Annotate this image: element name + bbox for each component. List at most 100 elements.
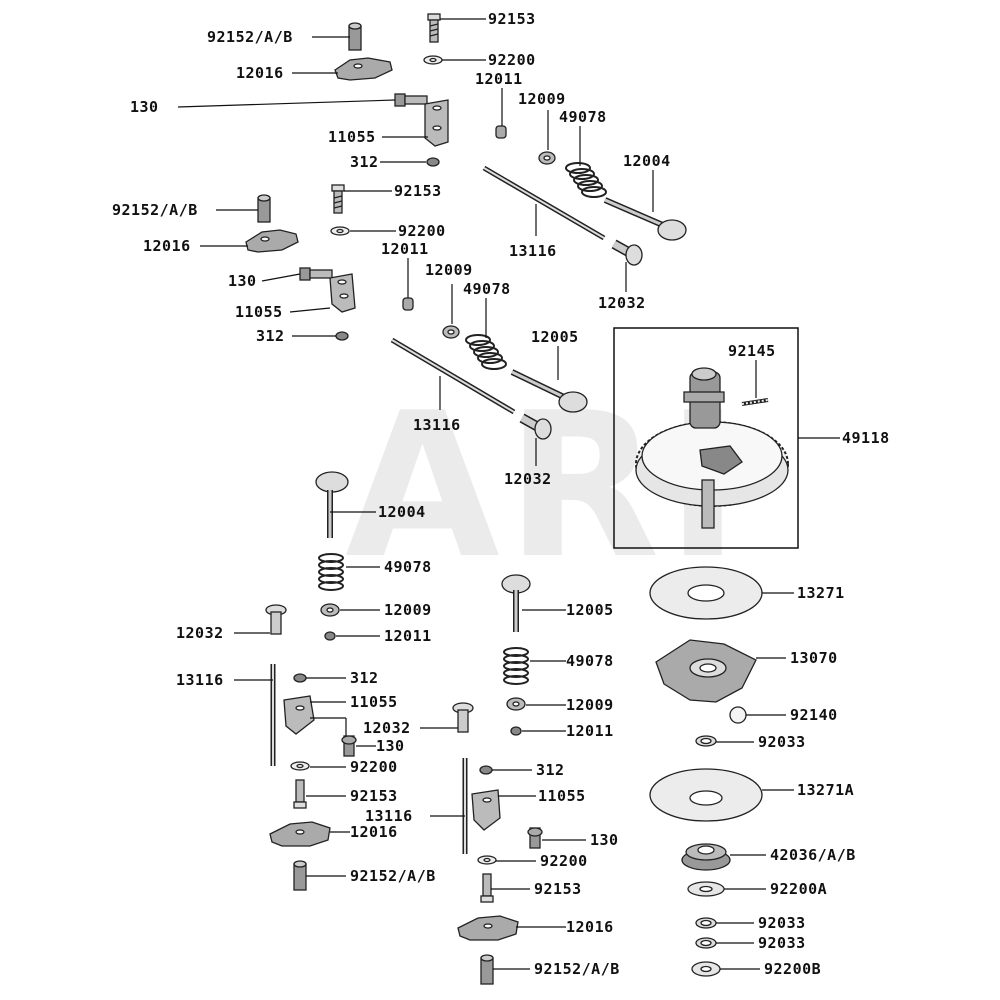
pushrod-13116-part — [390, 337, 516, 415]
label-92153: 92153 — [488, 10, 536, 28]
upper-rocker-assembly — [334, 13, 687, 266]
nut-312-part — [426, 157, 440, 167]
label-92145: 92145 — [728, 342, 776, 360]
collet-12011-part — [495, 125, 507, 139]
label-92200a: 92200A — [770, 880, 827, 898]
rocker-arm-12016-part — [245, 229, 299, 253]
label-49078: 49078 — [559, 108, 607, 126]
label-12011: 12011 — [384, 627, 432, 645]
bracket-11055-part — [283, 695, 315, 735]
bolt-130-part — [394, 93, 428, 107]
label-12009: 12009 — [566, 696, 614, 714]
label-92033: 92033 — [758, 934, 806, 952]
label-312: 312 — [536, 761, 565, 779]
label-92152-a-b: 92152/A/B — [350, 867, 436, 885]
label-130: 130 — [228, 272, 257, 290]
label-13116: 13116 — [509, 242, 557, 260]
tappet-12032-part — [519, 413, 552, 440]
governor-assembly — [649, 566, 763, 977]
label-12004: 12004 — [378, 503, 426, 521]
valve-12005-part — [501, 574, 531, 632]
spring-49078-part — [565, 162, 607, 198]
pivot-92152-part — [348, 22, 362, 51]
label-12011: 12011 — [381, 240, 429, 258]
label-92200: 92200 — [350, 758, 398, 776]
plate-13271-part — [649, 566, 763, 620]
bolt-92153-part — [480, 873, 494, 903]
label-49118: 49118 — [842, 429, 890, 447]
spring-49078-part — [318, 553, 344, 591]
label-92200: 92200 — [488, 51, 536, 69]
pivot-92152-part — [257, 194, 271, 223]
label-92152-a-b: 92152/A/B — [207, 28, 293, 46]
lower-middle-assembly — [452, 574, 543, 985]
label-12005: 12005 — [531, 328, 579, 346]
cup-13271A-part — [649, 768, 763, 822]
bolt-92153-part — [427, 13, 441, 43]
valve-12004-part — [315, 471, 349, 538]
bolt-130-part — [527, 827, 543, 849]
bracket-11055-part — [471, 789, 501, 831]
label-130: 130 — [590, 831, 619, 849]
label-12016: 12016 — [350, 823, 398, 841]
spring-49078-part — [503, 647, 529, 685]
label-12011: 12011 — [475, 70, 523, 88]
label-13116: 13116 — [413, 416, 461, 434]
nut-312-part — [293, 673, 307, 683]
label-11055: 11055 — [538, 787, 586, 805]
valve-12004-part — [603, 197, 687, 241]
label-11055: 11055 — [350, 693, 398, 711]
collet-12011-part — [510, 726, 522, 736]
label-49078: 49078 — [384, 558, 432, 576]
tappet-12032-part — [611, 239, 643, 266]
label-12032: 12032 — [504, 470, 552, 488]
label-312: 312 — [256, 327, 285, 345]
rocker-arm-12016-part — [334, 57, 393, 81]
nut-312-part — [479, 765, 493, 775]
label-12011: 12011 — [566, 722, 614, 740]
label-92200: 92200 — [398, 222, 446, 240]
label-12009: 12009 — [384, 601, 432, 619]
pivot-92152-part — [480, 954, 494, 985]
spring-92145-part — [741, 398, 769, 406]
label-13271: 13271 — [797, 584, 845, 602]
label-130: 130 — [376, 737, 405, 755]
label-12016: 12016 — [143, 237, 191, 255]
bracket-11055-part — [424, 99, 449, 147]
label-12005: 12005 — [566, 601, 614, 619]
pivot-92152-part — [293, 860, 307, 891]
spring-49078-part — [465, 334, 507, 370]
label-42036-a-b: 42036/A/B — [770, 846, 856, 864]
bolt-92153-part — [293, 779, 307, 809]
label-49078: 49078 — [463, 280, 511, 298]
bracket-11055-part — [329, 273, 356, 313]
middle-rocker-assembly — [245, 184, 588, 440]
part-labels: 92153 92152/A/B 92200 12016 12011 130 12… — [112, 10, 890, 978]
label-92153: 92153 — [394, 182, 442, 200]
tappet-12032-part — [265, 604, 287, 635]
label-312: 312 — [350, 669, 379, 687]
tappet-12032-part — [452, 702, 474, 733]
label-12032: 12032 — [363, 719, 411, 737]
label-92200: 92200 — [540, 852, 588, 870]
collet-12011-part — [402, 297, 414, 311]
leader-lines — [177, 18, 840, 970]
label-312: 312 — [350, 153, 379, 171]
label-13116: 13116 — [365, 807, 413, 825]
lower-left-assembly — [265, 471, 357, 891]
label-12032: 12032 — [598, 294, 646, 312]
valve-12005-part — [510, 369, 588, 413]
label-12004: 12004 — [623, 152, 671, 170]
bolt-130-part — [341, 735, 357, 757]
label-130: 130 — [130, 98, 159, 116]
pushrod-13116-part — [482, 165, 606, 241]
label-12016: 12016 — [236, 64, 284, 82]
label-92033: 92033 — [758, 733, 806, 751]
label-92153: 92153 — [350, 787, 398, 805]
label-92140: 92140 — [790, 706, 838, 724]
bolt-92153-part — [331, 184, 345, 214]
label-12009: 12009 — [425, 261, 473, 279]
bolt-130-part — [299, 267, 333, 281]
ball-92140-part — [729, 706, 747, 724]
